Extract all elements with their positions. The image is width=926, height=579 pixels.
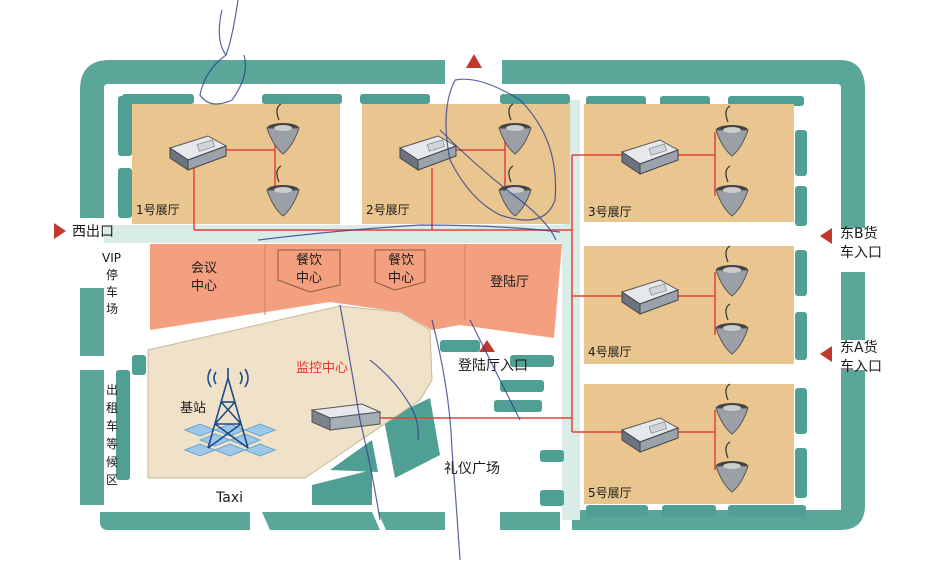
dining-center-2-label-1: 餐饮 (388, 252, 414, 268)
vip-parking-label-4: 场 (106, 302, 118, 316)
vip-parking-label-2: 停 (106, 267, 118, 282)
east-a-entrance-label-1: 东A货 (840, 339, 878, 356)
dining-center-2-label-2: 中心 (388, 271, 414, 286)
dining-center-1-label-1: 餐饮 (296, 252, 322, 268)
check-in-hall-label: 登陆厅 (490, 274, 529, 290)
hall-3-label: 3号展厅 (588, 205, 632, 219)
hall-5 (584, 384, 794, 504)
taxi-wait-label-6: 区 (106, 473, 118, 487)
checkin-entrance-arrow-icon (479, 340, 495, 352)
vip-parking-label-1: VIP (102, 251, 121, 265)
vip-parking-label-3: 车 (106, 284, 118, 299)
west-exit-label: 西出口 (72, 224, 114, 240)
taxi-wait-label-3: 车 (106, 418, 118, 433)
pen-scribbles (199, 0, 561, 561)
taxi-wait-label-1: 出 (106, 383, 118, 397)
taxi-wait-label-5: 候 (106, 455, 118, 469)
taxi-label: Taxi (215, 490, 243, 506)
hall-3 (584, 104, 794, 222)
hall-2-label: 2号展厅 (366, 203, 410, 217)
hall-5-label: 5号展厅 (588, 486, 632, 500)
meeting-center-label-1: 会议 (191, 261, 217, 276)
east-b-entrance-label-1: 东B货 (840, 225, 878, 242)
hall-4 (584, 246, 794, 364)
west-exit-arrow-icon (54, 223, 66, 239)
monitor-server-icon (310, 403, 382, 431)
east-a-arrow-icon (820, 346, 832, 362)
east-b-arrow-icon (820, 228, 832, 244)
base-station-label: 基站 (180, 401, 206, 416)
monitor-center-label: 监控中心 (296, 361, 348, 376)
east-a-entrance-label-2: 车入口 (840, 358, 882, 375)
base-station-tower-icon (183, 368, 277, 457)
hall-1-label: 1号展厅 (136, 203, 180, 217)
hall-2 (362, 104, 570, 224)
east-b-entrance-label-2: 车入口 (840, 244, 882, 261)
meeting-center-label-2: 中心 (191, 279, 217, 294)
north-entrance-arrow-icon (466, 54, 482, 68)
ceremony-plaza-label: 礼仪广场 (444, 461, 500, 477)
hall-4-label: 4号展厅 (588, 345, 632, 359)
dining-center-1-label-2: 中心 (296, 271, 322, 286)
taxi-wait-label-2: 租 (106, 401, 118, 415)
hall-1 (132, 104, 340, 224)
taxi-wait-label-4: 等 (106, 437, 118, 451)
